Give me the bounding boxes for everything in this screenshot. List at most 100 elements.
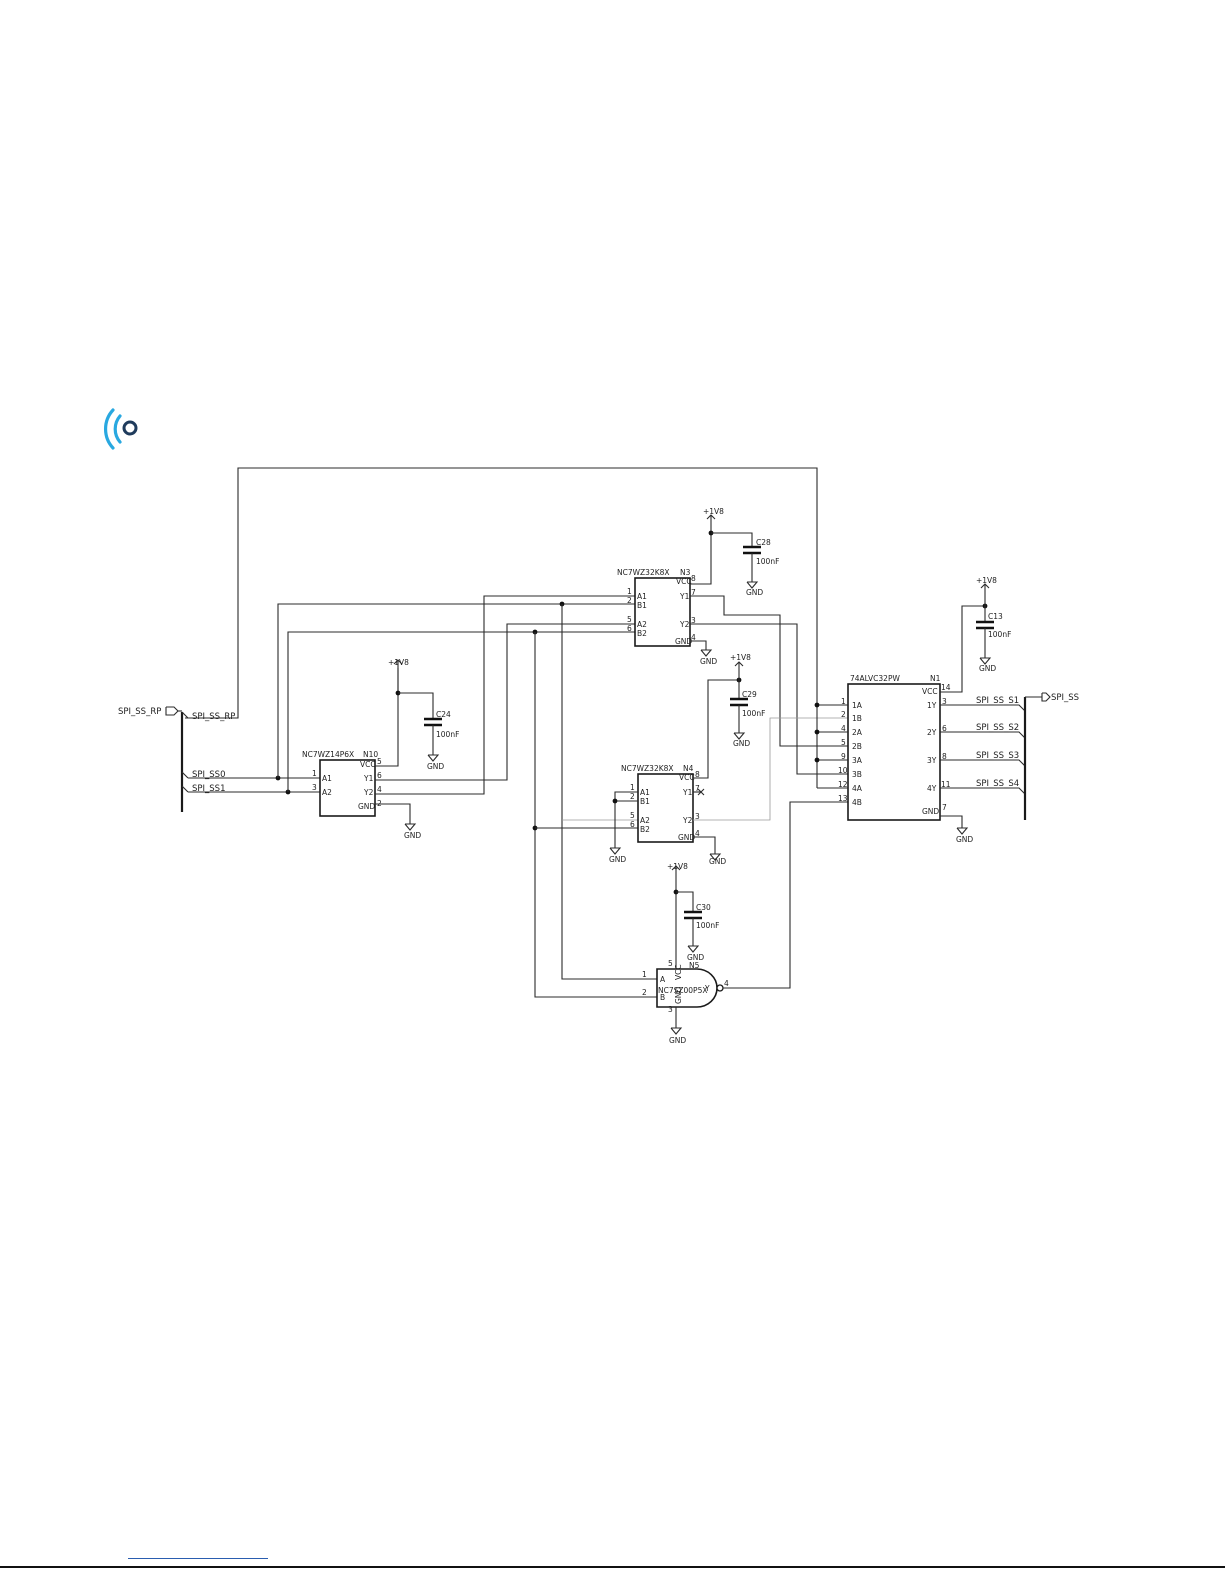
pin-label: 2A <box>852 728 863 737</box>
pin-label: VCC <box>674 964 683 980</box>
footer-rule <box>0 1566 1225 1568</box>
ground-label: GND <box>979 664 996 673</box>
cap-ref: C24 <box>436 710 451 719</box>
pin-label: B1 <box>640 797 650 806</box>
pin-label: 1Y <box>927 701 937 710</box>
pin-label: Y <box>704 984 710 993</box>
ground-label: GND <box>746 588 763 597</box>
part-number: 74ALVC32PW <box>850 674 900 683</box>
pin-label: A <box>660 975 666 984</box>
chip-n4: NC7WZ32K8X N4 A1 B1 A2 B2 VCC Y1 Y2 GND … <box>621 764 700 843</box>
ground-icon <box>404 823 417 831</box>
pin-number: 1 <box>630 783 635 792</box>
part-number: NC7WZ14P6X <box>302 750 354 759</box>
power-rail-icon <box>980 583 990 590</box>
pin-number: 7 <box>691 588 696 597</box>
pin-number: 4 <box>691 633 696 642</box>
pin-label: GND <box>922 807 939 816</box>
pin-number: 4 <box>377 785 382 794</box>
ground-icon <box>956 827 969 835</box>
wire <box>690 623 848 775</box>
bus-entry <box>181 771 189 779</box>
ground-label: GND <box>404 831 421 840</box>
pin-label: B2 <box>637 629 647 638</box>
wire <box>561 604 657 980</box>
pin-number: 7 <box>942 803 947 812</box>
junction-dot <box>814 729 820 735</box>
pin-label: 2B <box>852 742 862 751</box>
ground-icon <box>609 847 622 855</box>
pin-label: Y2 <box>682 816 693 825</box>
chip-n3: NC7WZ32K8X N3 A1 B1 A2 B2 VCC Y1 Y2 GND … <box>617 568 696 647</box>
pin-label: Y1 <box>682 788 693 797</box>
pin-label: 4Y <box>927 784 937 793</box>
pin-label: 3Y <box>927 756 937 765</box>
pin-number: 12 <box>838 780 848 789</box>
pin-label: A2 <box>637 620 647 629</box>
ground-label: GND <box>427 762 444 771</box>
pin-number: 2 <box>627 596 632 605</box>
chip-n1: 74ALVC32PW N1 1A 1B 2A 2B 3A 3B 4A 4B 1 … <box>838 674 951 821</box>
cap-value: 100nF <box>756 557 779 566</box>
pin-number: 5 <box>377 757 382 766</box>
inversion-bubble <box>716 984 724 992</box>
net-label-spi-ss-s2: SPI_SS_S2 <box>976 723 1019 733</box>
ground-label: GND <box>956 835 973 844</box>
footer-link-underline <box>128 1558 268 1559</box>
power-rail-icon <box>706 514 716 520</box>
pin-number: 5 <box>841 738 846 747</box>
pin-label: GND <box>678 833 695 842</box>
pin-number: 1 <box>841 697 846 706</box>
signal-waves-icon <box>103 408 138 450</box>
ground-icon <box>979 657 992 665</box>
cap-value: 100nF <box>988 630 1011 639</box>
pin-number: 6 <box>627 624 632 633</box>
wire <box>940 704 1026 712</box>
spi-ss-rp-port <box>165 706 179 716</box>
part-number: NC7WZ32K8X <box>621 764 674 773</box>
ground-label: GND <box>700 657 717 666</box>
wire <box>277 603 635 778</box>
wire <box>940 759 1026 767</box>
net-label-spi-ss-s3: SPI_SS_S3 <box>976 751 1019 761</box>
wire <box>375 668 399 767</box>
pin-label: Y2 <box>679 620 690 629</box>
pin-label: B2 <box>640 825 650 834</box>
ref-designator: N3 <box>680 568 691 577</box>
wire <box>690 640 707 650</box>
pin-label: A2 <box>322 788 332 797</box>
junction-dot <box>814 757 820 763</box>
pin-number: 6 <box>942 724 947 733</box>
power-label: +1V8 <box>667 862 688 871</box>
net-label-spi-ss1: SPI_SS1 <box>192 784 225 794</box>
cap-value: 100nF <box>742 709 765 718</box>
part-number: NC7SZ00P5X <box>658 986 708 995</box>
wire <box>711 532 753 547</box>
wire <box>375 595 635 795</box>
pin-number: 1 <box>642 970 647 979</box>
pin-label: B <box>660 993 665 1002</box>
power-label: +1V8 <box>388 658 409 667</box>
wire <box>676 891 694 912</box>
pin-label: VCC <box>679 773 695 782</box>
pin-number: 1 <box>312 769 317 778</box>
pin-number: 3 <box>312 783 317 792</box>
pin-label: GND <box>675 637 692 646</box>
ref-designator: N5 <box>689 961 700 970</box>
pin-number: 2 <box>841 710 846 719</box>
pin-label: Y1 <box>363 774 374 783</box>
pin-number: 7 <box>695 784 700 793</box>
bus-entry <box>181 711 189 719</box>
wire <box>690 520 712 585</box>
cap-ref: C28 <box>756 538 771 547</box>
pin-number: 2 <box>642 988 647 997</box>
junction-dot <box>814 702 820 708</box>
ref-designator: N10 <box>363 750 378 759</box>
wire <box>398 692 434 719</box>
net-label-spi-ss-s4: SPI_SS_S4 <box>976 779 1019 789</box>
pin-label: 4A <box>852 784 863 793</box>
wire <box>940 815 963 828</box>
pin-number: 9 <box>841 752 846 761</box>
net-label-spi-ss-rp: SPI_SS_RP <box>192 712 235 722</box>
pin-label: 1A <box>852 701 863 710</box>
